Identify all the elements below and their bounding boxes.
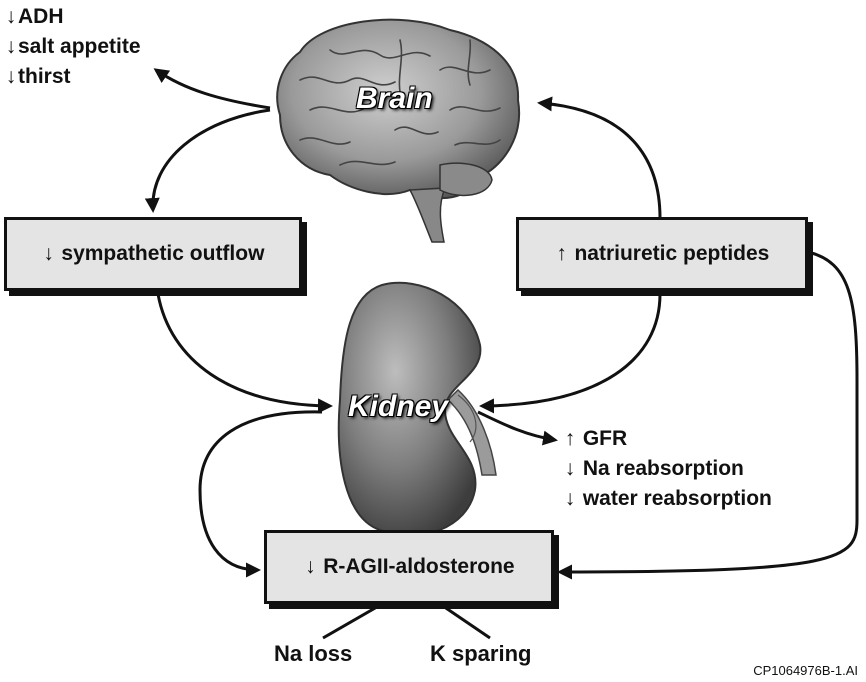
na-loss-label: Na loss bbox=[274, 641, 353, 666]
down-arrow-icon: ↓ bbox=[305, 555, 316, 578]
kidney-label: Kidney bbox=[348, 390, 449, 423]
figure-id: CP1064976B-1.AI bbox=[753, 663, 858, 678]
kidney-effect-gfr: ↑ GFR bbox=[564, 427, 628, 450]
line-raas-to-na-loss bbox=[322, 602, 383, 640]
kidney-effect-water-reabsorption: ↓ water reabsorption bbox=[564, 487, 772, 510]
raas-box: ↓ R-AGII-aldosterone bbox=[264, 530, 554, 604]
brain-effects-list: ↓ADH ↓salt appetite ↓thirst bbox=[4, 2, 141, 92]
brain-label: Brain bbox=[356, 82, 433, 115]
arrow-sympathetic-to-kidney bbox=[156, 293, 333, 414]
arrow-kidney-to-effects bbox=[477, 410, 558, 446]
arrow-brain-to-effects bbox=[153, 68, 271, 110]
arrow-natriuretic-to-brain bbox=[537, 96, 662, 219]
arrow-natriuretic-to-raas bbox=[557, 250, 859, 580]
line-raas-to-k-sparing bbox=[439, 602, 491, 640]
brain-effect-adh: ↓ADH bbox=[5, 5, 64, 28]
k-sparing-label: K sparing bbox=[430, 641, 532, 666]
brain-effect-thirst: ↓thirst bbox=[5, 65, 71, 88]
kidney-illustration bbox=[337, 281, 497, 537]
sympathetic-outflow-box: ↓ sympathetic outflow bbox=[4, 217, 302, 291]
down-arrow-icon: ↓ bbox=[43, 242, 54, 265]
brain-illustration bbox=[276, 18, 521, 243]
arrow-natriuretic-to-kidney bbox=[479, 293, 662, 414]
arrow-brain-to-sympathetic bbox=[144, 108, 271, 213]
natriuretic-peptides-box: ↑ natriuretic peptides bbox=[516, 217, 808, 291]
kidney-effects-list: ↑ GFR ↓ Na reabsorption ↓ water reabsorp… bbox=[563, 424, 772, 514]
brain-effect-salt-appetite: ↓salt appetite bbox=[5, 35, 141, 58]
connector-lines bbox=[144, 68, 859, 640]
up-arrow-icon: ↑ bbox=[556, 242, 567, 265]
arrow-kidney-to-raas bbox=[198, 410, 323, 578]
kidney-effect-na-reabsorption: ↓ Na reabsorption bbox=[564, 457, 744, 480]
